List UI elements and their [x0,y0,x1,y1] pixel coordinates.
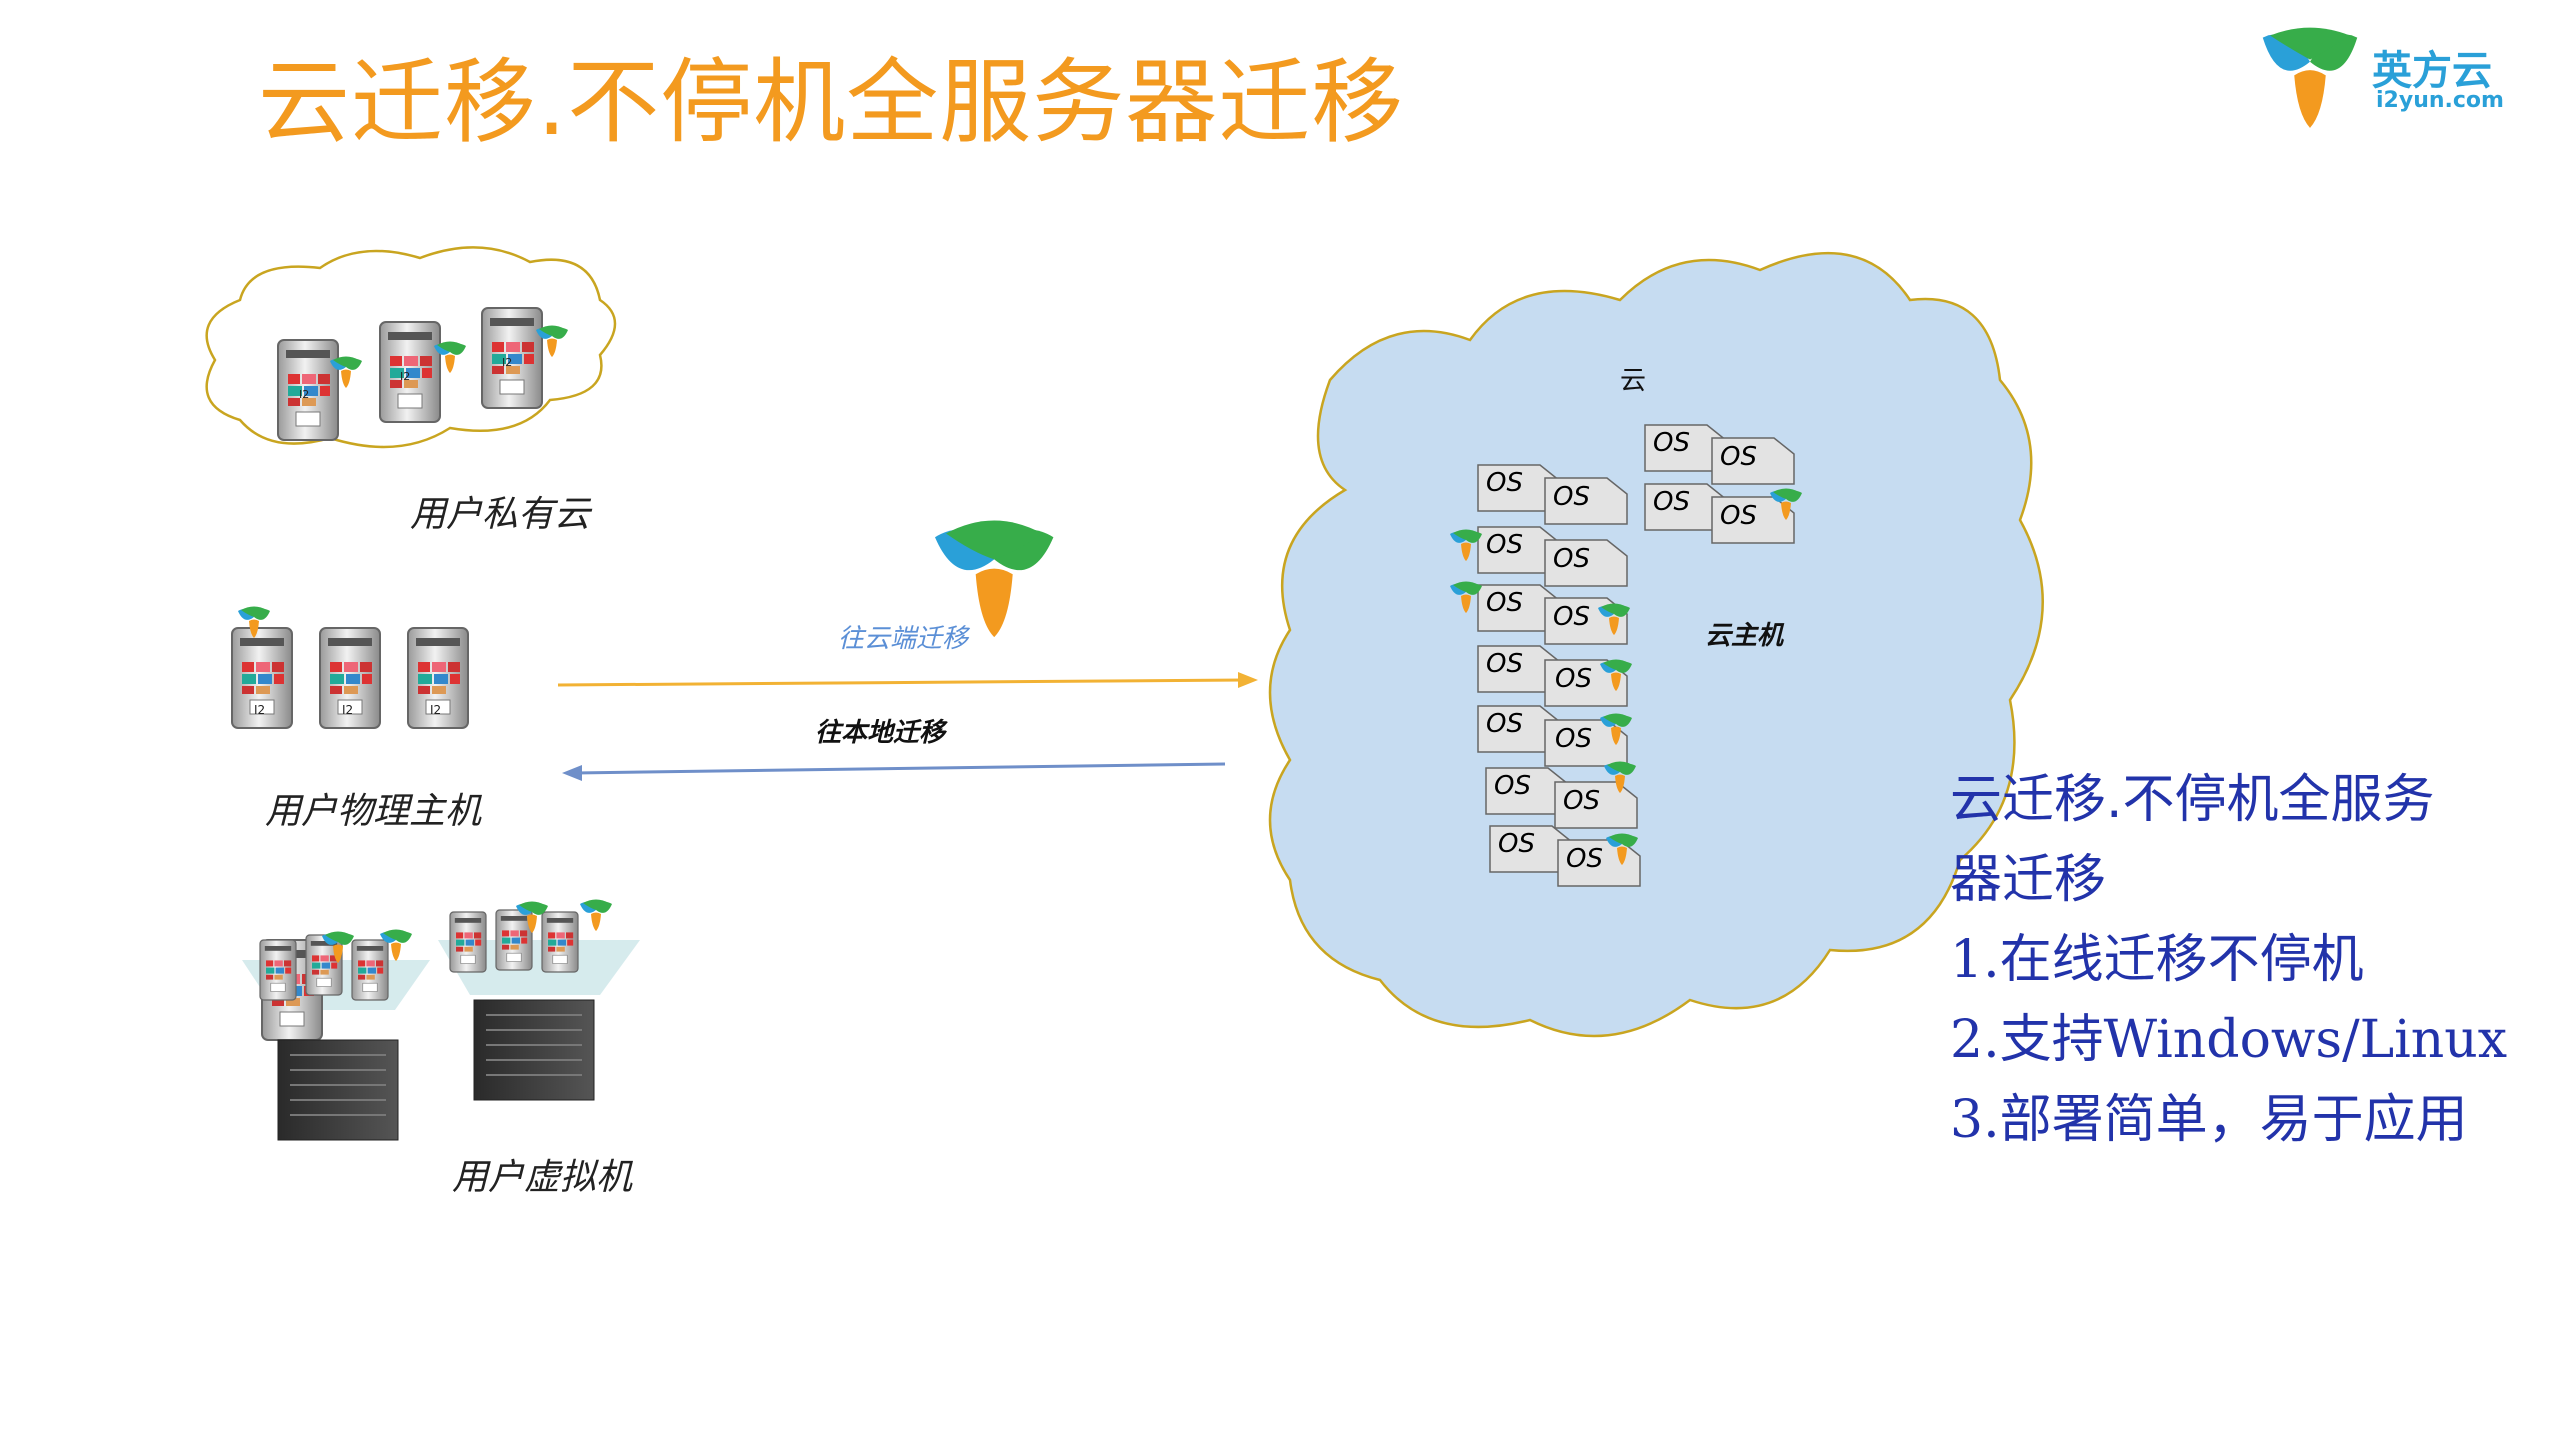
caption-private-cloud: 用户私有云 [410,494,591,535]
panel-item: 3.部署简单，易于应用 [1950,1080,2550,1160]
panel-item: 2.支持Windows/Linux [1950,1000,2550,1080]
panel-item-text: 在线迁移不停机 [1999,930,2364,990]
server-tag: I2 [299,388,310,401]
os-label: OS [1720,501,1757,531]
panel-item-number: 3. [1950,1090,2000,1150]
page-title: 云迁移.不停机全服务器迁移 [258,49,1405,156]
caption-virtual-machine: 用户虚拟机 [452,1157,633,1198]
label-to-local: 往本地迁移 [815,718,946,748]
panel-item-text: 部署简单，易于应用 [1999,1090,2468,1150]
os-label: OS [1555,664,1592,694]
label-to-cloud: 往云端迁移 [838,624,969,654]
os-label: OS [1653,428,1690,458]
server-tag: I2 [430,703,442,717]
caption-physical-host: 用户物理主机 [265,791,482,832]
cloud-shape [1268,251,2044,1038]
os-label: OS [1494,771,1531,801]
panel-item-number: 2. [1950,1010,2000,1070]
os-label: OS [1553,602,1590,632]
os-label: OS [1720,442,1757,472]
os-label: OS [1553,482,1590,512]
server-tag: I2 [400,370,411,383]
feature-panel: 云迁移.不停机全服务 器迁移 1.在线迁移不停机 2.支持Windows/Lin… [1950,760,2550,1160]
os-label: OS [1566,844,1603,874]
server-tag: I2 [342,703,354,717]
panel-item-number: 1. [1950,930,2000,990]
arrow-to-local [574,762,1226,775]
brand-name: 英方云 [2372,48,2492,94]
os-label: OS [1498,829,1535,859]
brand-logo-icon [2262,27,2358,128]
panel-item-latin: Windows/Linux [2103,1010,2508,1070]
cloud-label: 云 [1620,366,1647,396]
os-label: OS [1486,588,1523,618]
panel-item-text: 支持 [1999,1010,2104,1070]
brand-url: i2yun.com [2376,88,2504,113]
os-label: OS [1486,709,1523,739]
panel-item: 1.在线迁移不停机 [1950,920,2550,1000]
os-label: OS [1555,724,1592,754]
arrow-to-cloud [557,678,1246,687]
os-label: OS [1553,544,1590,574]
panel-heading-line1: 云迁移.不停机全服务 [1950,770,2435,830]
panel-heading-line2: 器迁移 [1950,850,2107,910]
os-label: OS [1486,468,1523,498]
os-label: OS [1653,487,1690,517]
os-label: OS [1486,649,1523,679]
os-label: OS [1563,786,1600,816]
os-label: OS [1486,530,1523,560]
server-tag: I2 [502,356,513,369]
cloud-host-label: 云主机 [1705,621,1784,651]
server-tag: I2 [254,703,266,717]
